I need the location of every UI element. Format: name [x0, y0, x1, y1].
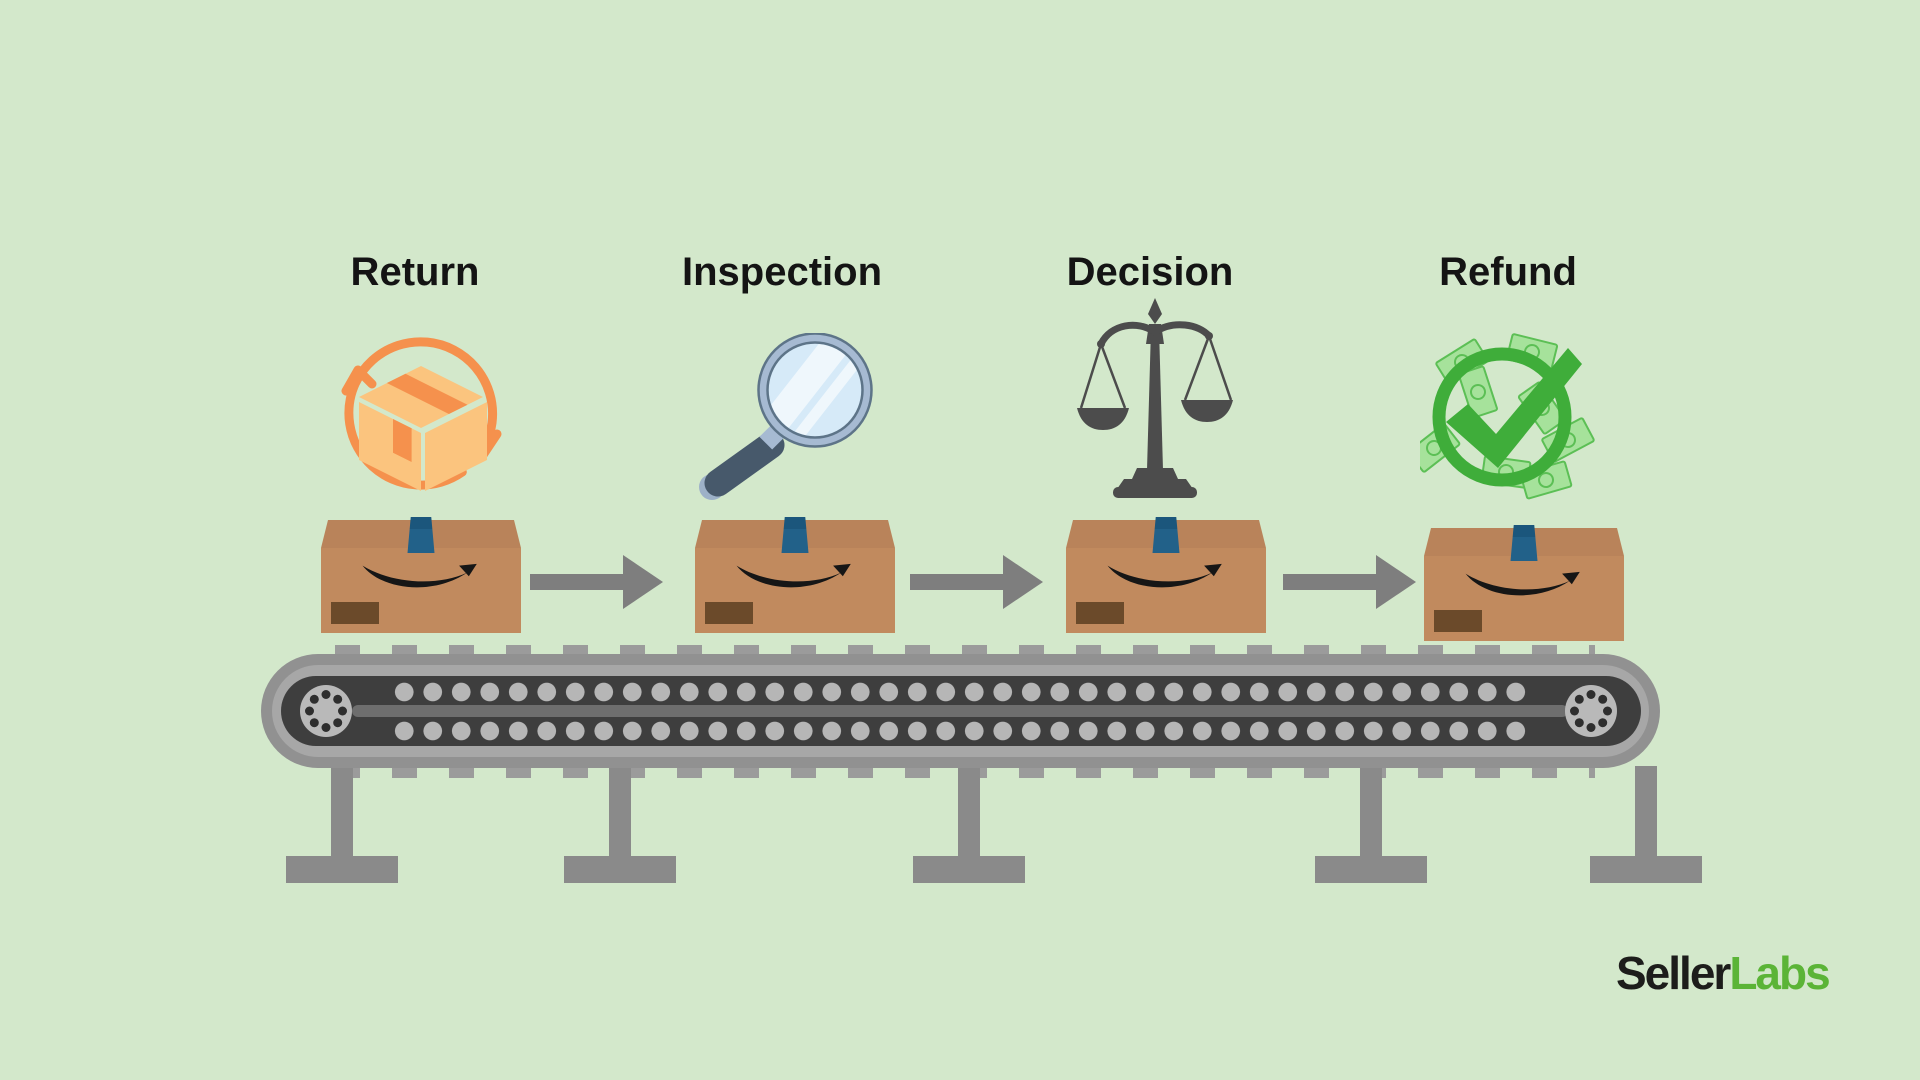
box-tape [781, 517, 809, 553]
parcel-glyph [359, 366, 487, 491]
stage-label-decision: Decision [1066, 250, 1234, 294]
belt-leg-foot [286, 856, 398, 883]
box-tape [1510, 525, 1538, 561]
package-box-3 [1066, 517, 1266, 633]
balance-scale-icon [1077, 298, 1233, 498]
belt-leg-post [609, 766, 631, 856]
brand-smile-icon [1107, 563, 1222, 588]
belt-leg-post [958, 766, 980, 856]
return-cycle-icon [341, 337, 502, 491]
package-box-2 [695, 517, 895, 633]
box-address-sticker [1434, 610, 1482, 632]
box-address-sticker [1076, 602, 1124, 624]
package-box-4 [1424, 525, 1624, 641]
stage-label-return: Return [350, 250, 480, 294]
stage-label-refund: Refund [1439, 250, 1577, 294]
inspection-stage-icon-slot [696, 332, 881, 508]
logo-part-seller: Seller [1616, 947, 1731, 999]
logo-part-labs: Labs [1729, 947, 1830, 999]
brand-smile-icon [362, 563, 477, 588]
belt-leg-foot [564, 856, 676, 883]
belt-leg-post [1360, 766, 1382, 856]
decision-stage-icon-slot [1075, 298, 1235, 503]
magnifying-glass-icon [699, 332, 873, 500]
box-tape [1152, 517, 1180, 553]
belt-leg-foot [1315, 856, 1427, 883]
roller-row-bottom [390, 721, 1530, 741]
roller-row-top [390, 682, 1530, 702]
belt-leg-post [331, 766, 353, 856]
box-address-sticker [705, 602, 753, 624]
flow-arrow-3 [1283, 555, 1416, 609]
brand-smile-icon [1465, 571, 1580, 596]
brand-smile-icon [736, 563, 851, 588]
flow-arrow-2 [910, 555, 1043, 609]
belt-leg-post [1635, 766, 1657, 856]
belt-wheel-right [1565, 685, 1617, 737]
belt-treads-top [335, 645, 1595, 655]
money-check-icon [1407, 333, 1595, 500]
wheel-bolts-icon [305, 690, 347, 732]
belt-leg-foot [1590, 856, 1702, 883]
box-tape [407, 517, 435, 553]
seller-labs-logo: SellerLabs [1616, 946, 1831, 1000]
box-address-sticker [331, 602, 379, 624]
return-stage-icon-slot [331, 318, 511, 508]
flow-arrow-1 [530, 555, 663, 609]
stage-label-inspection: Inspection [681, 250, 883, 294]
package-box-1 [321, 517, 521, 633]
conveyor-belt-divider [352, 705, 1568, 717]
belt-leg-foot [913, 856, 1025, 883]
wheel-bolts-icon [1570, 690, 1612, 732]
belt-wheel-left [300, 685, 352, 737]
refund-stage-icon-slot [1407, 330, 1595, 500]
